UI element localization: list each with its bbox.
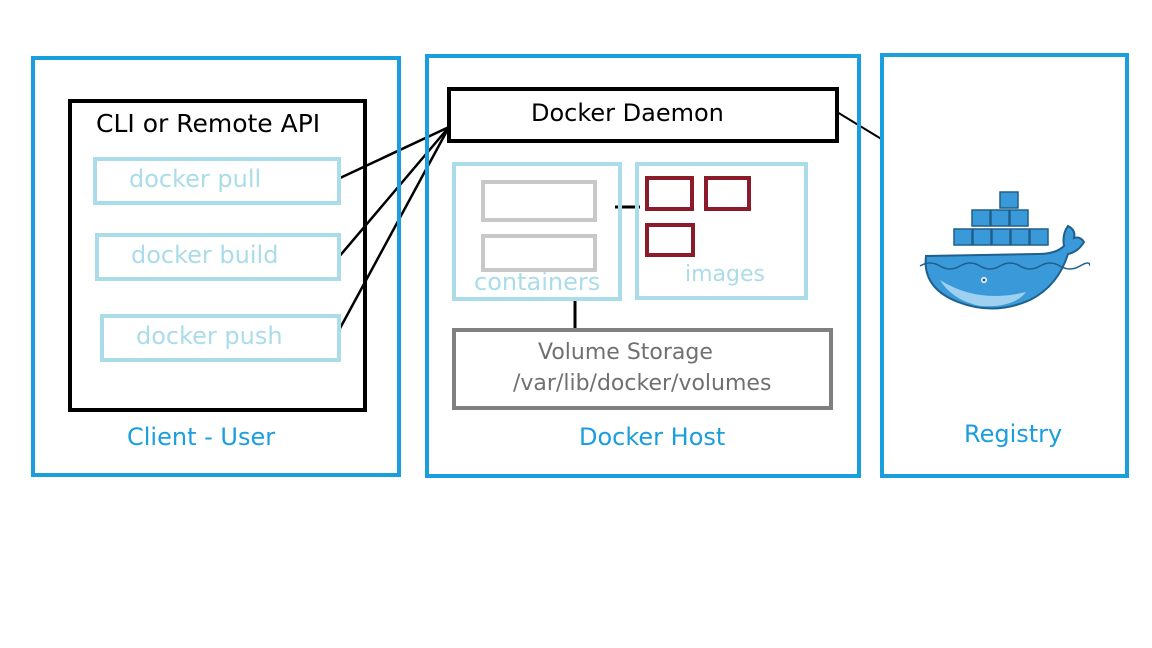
- volume-storage-path: /var/lib/docker/volumes: [513, 371, 772, 396]
- containers-label: containers: [474, 268, 601, 296]
- registry-label: Registry: [964, 420, 1063, 448]
- image-tile-1: [645, 176, 694, 211]
- image-tile-2: [704, 176, 751, 211]
- cli-remote-api-title: CLI or Remote API: [96, 109, 321, 138]
- push-to-daemon-line: [336, 126, 451, 333]
- client-user-label: Client - User: [127, 423, 276, 451]
- volume-storage-box[interactable]: [452, 328, 833, 410]
- docker-host-panel: [425, 54, 861, 478]
- docker-push-button[interactable]: docker push: [100, 314, 341, 362]
- docker-pull-button[interactable]: docker pull: [93, 157, 341, 205]
- image-tile-3: [645, 223, 695, 257]
- docker-build-button[interactable]: docker build: [95, 233, 341, 281]
- docker-daemon-label: Docker Daemon: [531, 99, 724, 127]
- images-label: images: [685, 262, 765, 287]
- pull-to-daemon-line: [339, 125, 450, 180]
- docker-host-label: Docker Host: [579, 423, 726, 451]
- docker-daemon-box[interactable]: [447, 87, 839, 143]
- containers-box[interactable]: [452, 162, 622, 301]
- client-panel: [31, 56, 401, 477]
- build-to-daemon-line: [337, 126, 450, 259]
- container-slot-1: [481, 180, 597, 222]
- volume-storage-title: Volume Storage: [538, 340, 713, 365]
- docker-whale-icon: [918, 188, 1091, 316]
- registry-panel: [880, 53, 1129, 478]
- cli-remote-api-box: [68, 99, 367, 412]
- container-slot-2: [481, 234, 597, 272]
- images-box[interactable]: [635, 162, 808, 300]
